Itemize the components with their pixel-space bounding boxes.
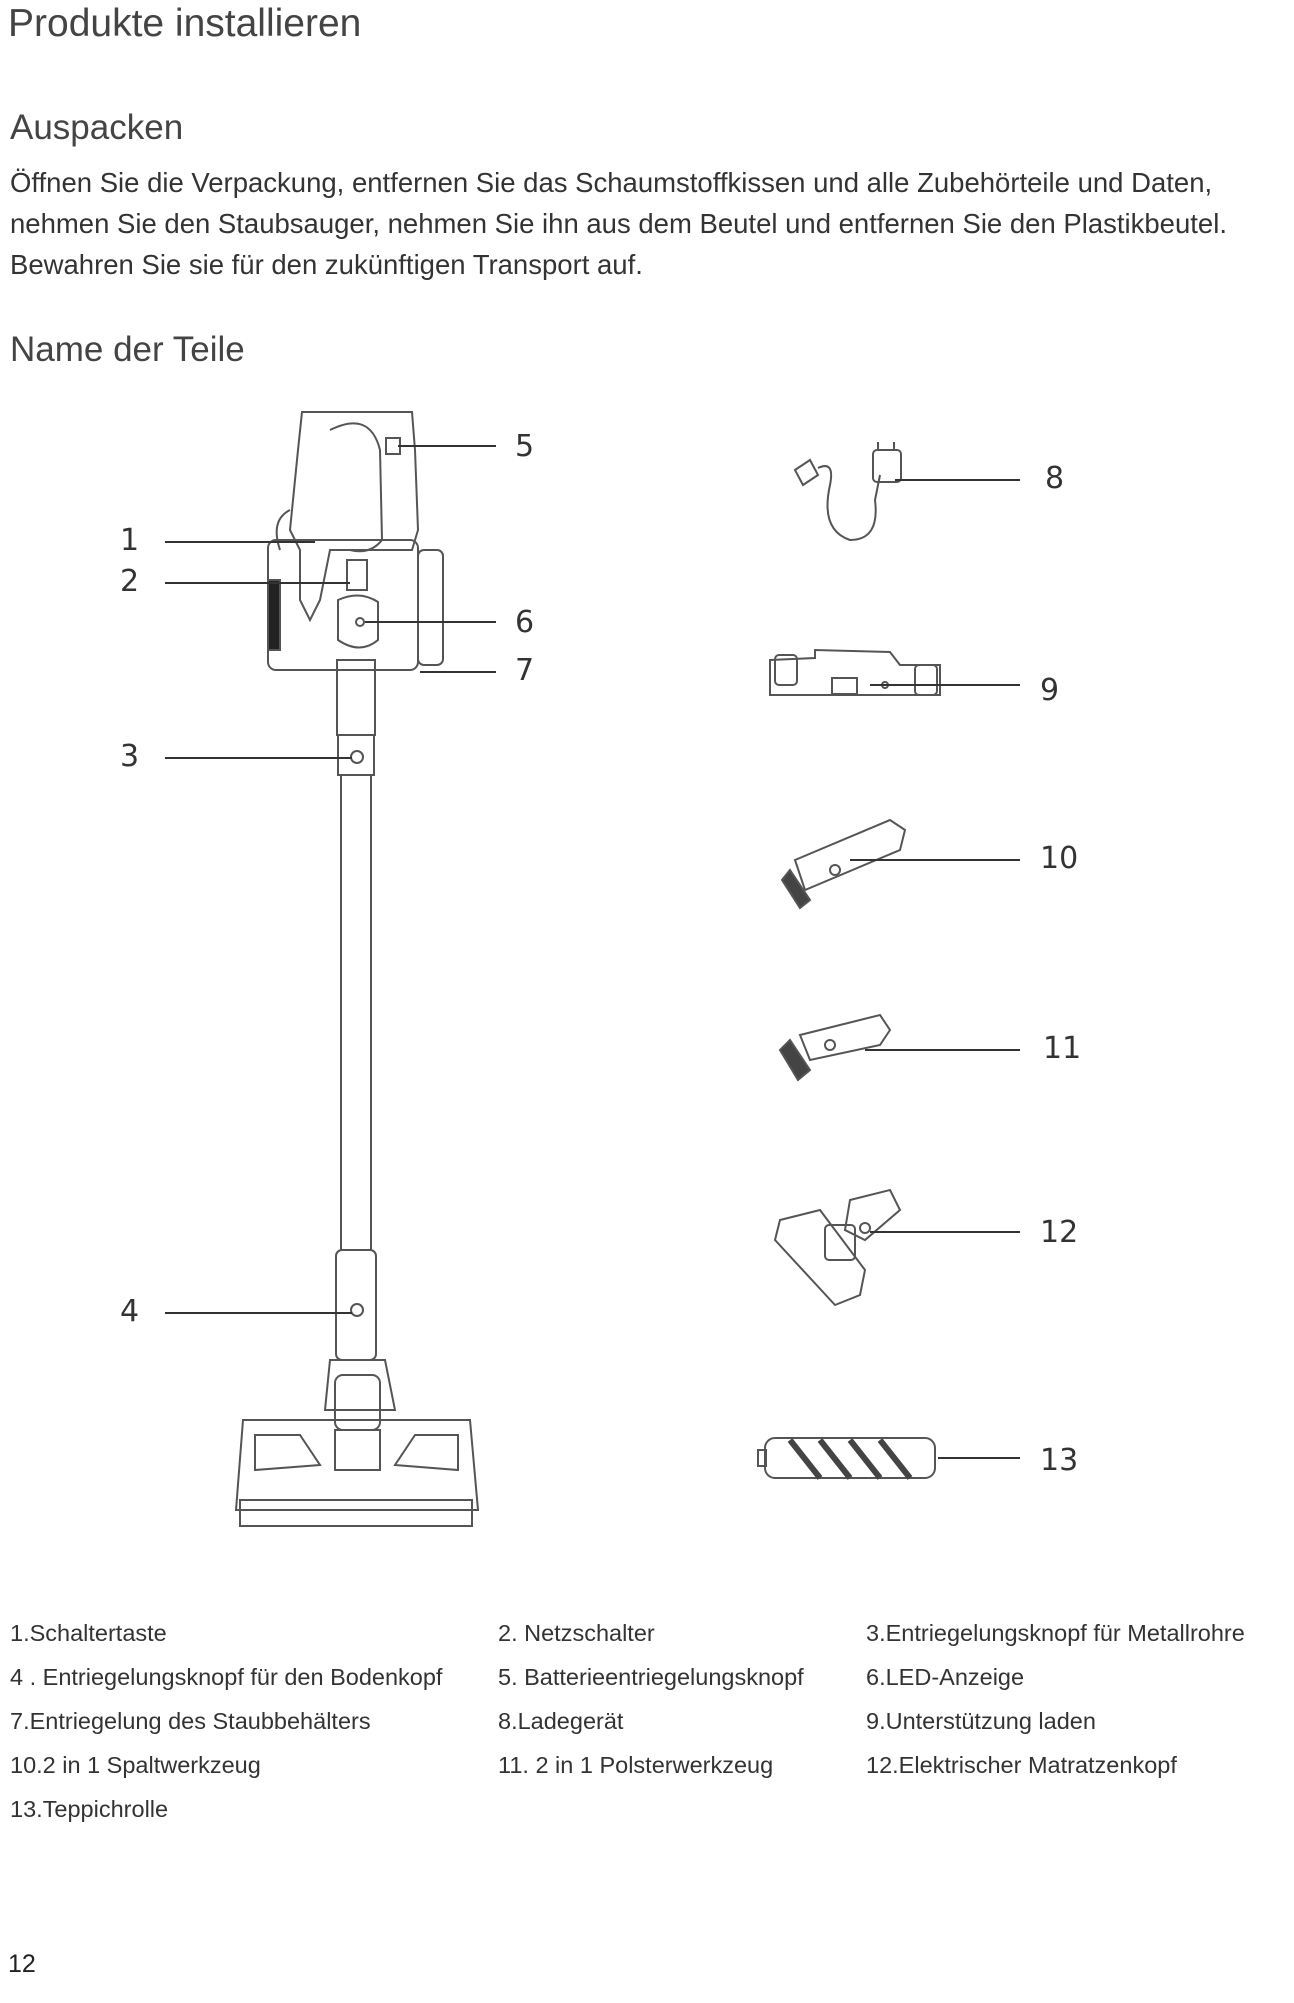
callout-13: 13 [1040,1443,1078,1478]
legend-item: 10.2 in 1 Spaltwerkzeug [10,1752,261,1778]
callout-9: 9 [1040,673,1059,708]
vacuum-cleaner-illustration [234,411,480,1527]
legend-item: 11. 2 in 1 Polsterwerkzeug [498,1752,774,1778]
unpack-instructions: Öffnen Sie die Verpackung, entfernen Sie… [10,167,1227,280]
crevice-tool-illustration [780,818,907,910]
legend-item: 2. Netzschalter [498,1620,655,1646]
callout-2: 2 [120,564,139,599]
legend-item: 5. Batterieentriegelungsknopf [498,1664,804,1690]
legend-item: 6.LED-Anzeige [866,1664,1025,1690]
section-heading-unpack: Auspacken [10,108,184,147]
charger-illustration [793,442,902,542]
callout-4: 4 [120,1294,139,1329]
legend-item: 8.Ladegerät [498,1708,624,1734]
carpet-roller-illustration [757,1437,936,1480]
legend-item: 13.Teppichrolle [10,1796,169,1822]
legend-item: 3.Entriegelungsknopf für Metallrohre [866,1620,1245,1646]
callout-7: 7 [515,653,534,688]
legend-item: 4 . Entriegelungsknopf für den Bodenkopf [10,1664,443,1690]
legend-item: 9.Unterstützung laden [866,1708,1096,1734]
legend-item: 12.Elektrischer Matratzenkopf [866,1752,1177,1778]
callout-3: 3 [120,739,139,774]
page-title: Produkte installieren [8,2,362,45]
upholstery-tool-illustration [778,1013,892,1082]
parts-diagram: 1 2 3 4 5 6 7 8 9 10 11 12 13 [120,411,1081,1527]
callout-10: 10 [1040,841,1078,876]
charging-base-illustration [769,648,941,696]
callout-6: 6 [515,605,534,640]
callout-5: 5 [515,429,534,464]
page-number: 12 [8,1950,36,1978]
callout-lines [165,445,1020,1459]
section-heading-parts: Name der Teile [10,330,245,369]
callout-1: 1 [120,523,139,558]
mattress-head-illustration [773,1188,902,1307]
legend-item: 7.Entriegelung des Staubbehälters [10,1708,371,1734]
callout-12: 12 [1040,1215,1078,1250]
callout-8: 8 [1045,461,1064,496]
legend-item: 1.Schaltertaste [10,1620,167,1646]
callout-11: 11 [1043,1031,1081,1066]
